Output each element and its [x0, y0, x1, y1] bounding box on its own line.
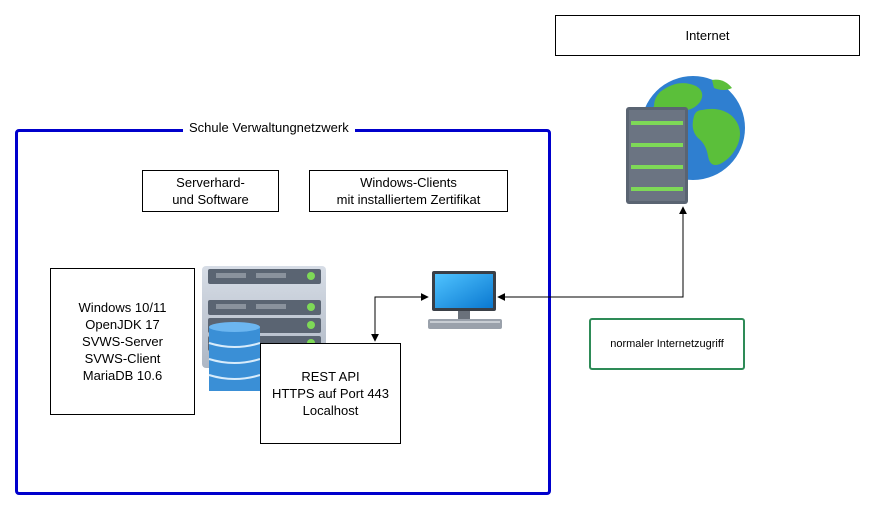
- network-label: Schule Verwaltungnetzwerk: [183, 120, 355, 136]
- rest-client-connector: [371, 293, 429, 342]
- web-server-icon: [626, 107, 688, 204]
- internet-label: Internet: [685, 28, 730, 43]
- internet-box: Internet: [555, 15, 860, 56]
- client-internet-connector: [497, 206, 687, 301]
- monitor-icon: [428, 271, 502, 329]
- clients-header-box: Windows-Clients mit installiertem Zertif…: [309, 170, 508, 212]
- internet-access-box: normaler Internetzugriff: [589, 318, 745, 370]
- database-icon: [208, 322, 261, 391]
- software-list-box: Windows 10/11 OpenJDK 17 SVWS-Server SVW…: [50, 268, 195, 415]
- server-header-box: Serverhard- und Software: [142, 170, 279, 212]
- rest-api-box: REST API HTTPS auf Port 443 Localhost: [260, 343, 401, 444]
- internet-access-label: normaler Internetzugriff: [610, 338, 724, 350]
